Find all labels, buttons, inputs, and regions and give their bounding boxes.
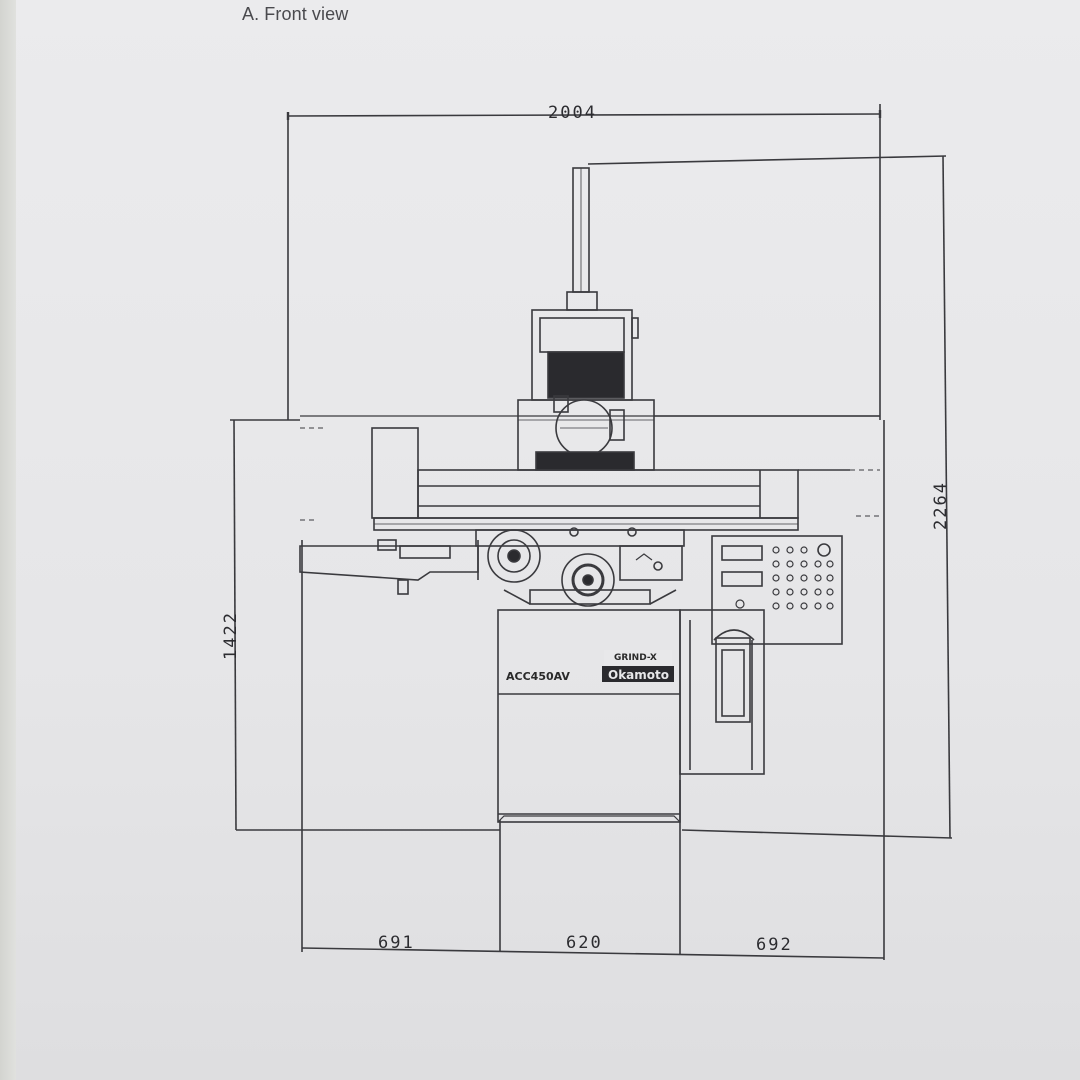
grinding-machine [299,167,880,823]
model-label: ACC450AV [506,670,570,683]
wheel-head [517,309,655,471]
view-caption: A. Front view [242,4,349,24]
dim-label-692: 692 [756,935,793,955]
hidden-lines [300,427,880,521]
page-left-edge [0,0,16,1080]
brand-label-top: GRIND-X [614,653,657,663]
work-table [371,427,799,531]
brand-plate [602,666,674,682]
saddle-handwheels [475,527,685,607]
side-cabinet [679,609,765,775]
dim-label-1422: 1422 [221,611,241,660]
dimension-overall-height [587,155,953,839]
dimension-table-height [230,419,500,831]
base-cabinet [497,609,681,823]
control-panel [711,535,843,645]
paper-sheet [16,0,1080,1080]
dimension-overall-width [286,104,882,420]
splash-guard [299,539,479,595]
brand-label-bottom: Okamoto [608,668,669,682]
column-mast [566,167,598,311]
dim-label-2004: 2004 [548,103,597,123]
dimension-bottom-spans [301,420,885,960]
dim-label-620: 620 [566,933,603,953]
dim-label-2264: 2264 [931,481,951,530]
dim-label-691: 691 [378,933,415,953]
